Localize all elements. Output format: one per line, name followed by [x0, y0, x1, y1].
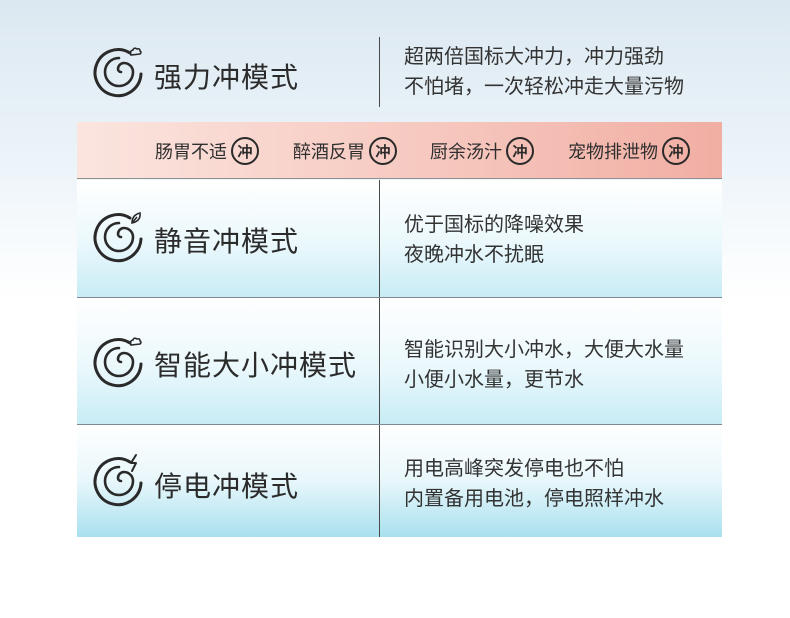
swirl-leaf-icon: [93, 212, 143, 263]
column-divider: [379, 180, 380, 297]
scenario-label: 醉酒反胃: [293, 142, 365, 163]
scenario-tag: 肠胃不适 冲: [155, 135, 259, 167]
flush-badge: 冲: [506, 137, 534, 165]
scenario-tag: 宠物排泄物 冲: [568, 135, 690, 167]
mode-description: 用电高峰突发停电也不怕 内置备用电池，停电照样冲水: [404, 453, 664, 513]
mode-description: 智能识别大小冲水，大便大水量 小便小水量，更节水: [404, 334, 684, 394]
strong-flush-mode-row: 强力冲模式 超两倍国标大冲力，冲力强劲 不怕堵，一次轻松冲走大量污物: [77, 22, 722, 122]
column-divider: [379, 37, 380, 107]
outage-flush-mode-row: 停电冲模式 用电高峰突发停电也不怕 内置备用电池，停电照样冲水: [77, 425, 722, 537]
column-divider: [379, 298, 380, 424]
mode-title: 强力冲模式: [154, 61, 300, 94]
smart-flush-mode-row: 智能大小冲模式 智能识别大小冲水，大便大水量 小便小水量，更节水: [77, 298, 722, 425]
scenario-label: 肠胃不适: [155, 142, 227, 163]
mode-description: 超两倍国标大冲力，冲力强劲 不怕堵，一次轻松冲走大量污物: [404, 41, 684, 101]
description-line: 用电高峰突发停电也不怕: [404, 456, 624, 480]
swirl-cloud-icon: [93, 337, 143, 388]
description-line: 智能识别大小冲水，大便大水量: [404, 337, 684, 361]
mode-description: 优于国标的降噪效果 夜晚冲水不扰眠: [404, 209, 584, 269]
description-line: 内置备用电池，停电照样冲水: [404, 486, 664, 510]
flush-badge: 冲: [369, 137, 397, 165]
quiet-flush-mode-row: 静音冲模式 优于国标的降噪效果 夜晚冲水不扰眠: [77, 180, 722, 298]
description-line: 夜晚冲水不扰眠: [404, 242, 544, 266]
flush-badge: 冲: [662, 137, 690, 165]
scenario-tag: 厨余汤汁 冲: [430, 135, 534, 167]
description-line: 不怕堵，一次轻松冲走大量污物: [404, 74, 684, 98]
column-divider: [379, 425, 380, 537]
mode-title: 静音冲模式: [154, 225, 300, 258]
scenario-label: 宠物排泄物: [568, 142, 658, 163]
swirl-lightning-icon: [93, 454, 143, 507]
description-line: 小便小水量，更节水: [404, 367, 584, 391]
flush-badge: 冲: [231, 137, 259, 165]
description-line: 优于国标的降噪效果: [404, 212, 584, 236]
scenario-label: 厨余汤汁: [430, 142, 502, 163]
scenario-strip: 肠胃不适 冲 醉酒反胃 冲 厨余汤汁 冲 宠物排泄物 冲: [77, 122, 722, 179]
scenario-tag: 醉酒反胃 冲: [293, 135, 397, 167]
description-line: 超两倍国标大冲力，冲力强劲: [404, 44, 664, 68]
swirl-cloud-icon: [93, 47, 143, 98]
mode-title: 停电冲模式: [154, 470, 300, 503]
mode-title: 智能大小冲模式: [154, 349, 358, 382]
